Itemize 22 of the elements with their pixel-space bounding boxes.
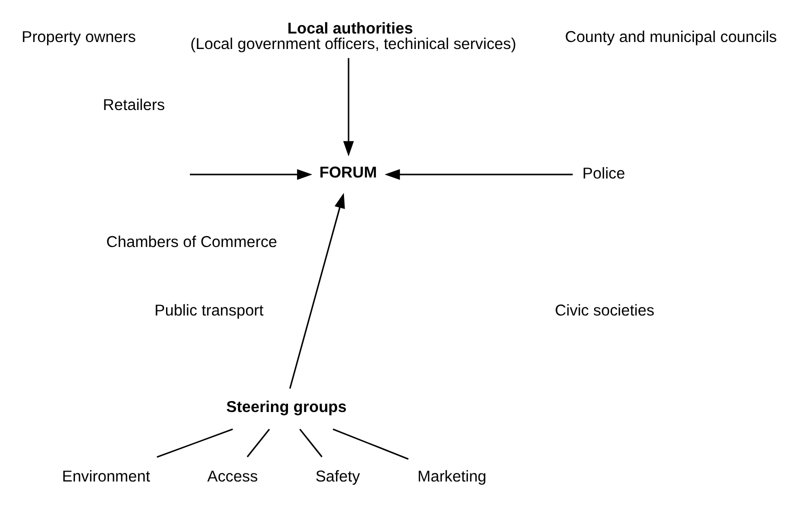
node-text: Steering groups xyxy=(226,398,347,416)
connector xyxy=(246,428,270,458)
connector xyxy=(156,428,233,458)
node-text: FORUM xyxy=(319,164,377,182)
node-text: Environment xyxy=(62,468,150,486)
label: Property owners xyxy=(22,28,136,46)
node-text: Access xyxy=(207,468,258,486)
arrow xyxy=(289,192,345,389)
connector xyxy=(299,428,323,458)
label: Civic societies xyxy=(554,302,654,320)
connector xyxy=(332,428,409,460)
label: County and municipal councils xyxy=(565,28,777,46)
node-text: Police xyxy=(582,166,626,183)
node-text: Local authorities (Local government officers, techinical services) xyxy=(190,20,516,54)
label: Chambers of Commerce xyxy=(106,234,278,252)
arrow xyxy=(343,58,354,156)
node-text: Marketing xyxy=(418,468,486,486)
arrow xyxy=(384,169,573,180)
node-text: Safety xyxy=(315,468,360,486)
label: Retailers xyxy=(102,97,165,114)
arrow xyxy=(190,169,312,180)
label: Public transport xyxy=(154,302,264,320)
